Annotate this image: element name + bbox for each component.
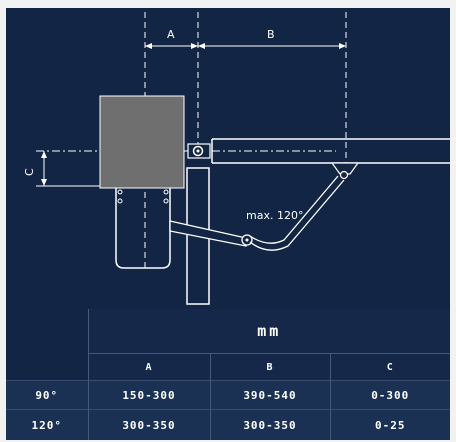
- installation-diagram: A B C: [23, 12, 450, 305]
- arrow-icon: [41, 179, 47, 186]
- driving-arm: [169, 220, 247, 247]
- table-corner: [6, 353, 88, 381]
- dimension-a-label: A: [167, 28, 175, 41]
- table-cell: 300-350: [209, 409, 330, 440]
- dimension-c-label: C: [23, 168, 36, 176]
- screw-icon: [163, 198, 169, 204]
- arrow-icon: [145, 43, 152, 49]
- arrow-icon: [191, 43, 198, 49]
- gate-leaf: [211, 138, 450, 164]
- table-row: 120° 300-350 300-350 0-25: [6, 409, 450, 440]
- screw-icon: [117, 198, 123, 204]
- screw-icon: [163, 189, 169, 195]
- row-label: 90°: [6, 380, 88, 410]
- arrow-icon: [41, 151, 47, 158]
- unit-header: mm: [87, 309, 450, 354]
- column-header-row: A B C: [6, 353, 450, 381]
- angle-note: max. 120°: [246, 209, 303, 222]
- column-header-a: A: [87, 353, 210, 381]
- table-cell: 390-540: [209, 380, 330, 410]
- column-header-c: C: [329, 353, 450, 381]
- unit-row: mm: [6, 309, 450, 354]
- curved-arm: [249, 175, 345, 251]
- table-cell: 300-350: [87, 409, 210, 440]
- screw-icon: [117, 189, 123, 195]
- dimension-table: mm A B C 90° 150-300 390-540 0-300 120° …: [6, 309, 450, 440]
- arrow-icon: [198, 43, 205, 49]
- row-label: 120°: [6, 409, 88, 440]
- arm-joint-center: [245, 238, 249, 242]
- table-corner: [6, 309, 88, 354]
- column-header-b: B: [209, 353, 330, 381]
- table-cell: 150-300: [87, 380, 210, 410]
- hinge-pivot-center: [196, 149, 200, 153]
- table-cell: 0-300: [329, 380, 450, 410]
- gate-bracket: [330, 162, 360, 175]
- arrow-icon: [339, 43, 346, 49]
- table-row: 90° 150-300 390-540 0-300: [6, 380, 450, 410]
- spec-panel: A B C: [6, 8, 450, 440]
- dimension-b-label: B: [267, 28, 275, 41]
- table-cell: 0-25: [329, 409, 450, 440]
- motor-housing: [115, 188, 171, 269]
- bracket-joint-icon: [339, 170, 349, 180]
- motor-body: [99, 95, 185, 189]
